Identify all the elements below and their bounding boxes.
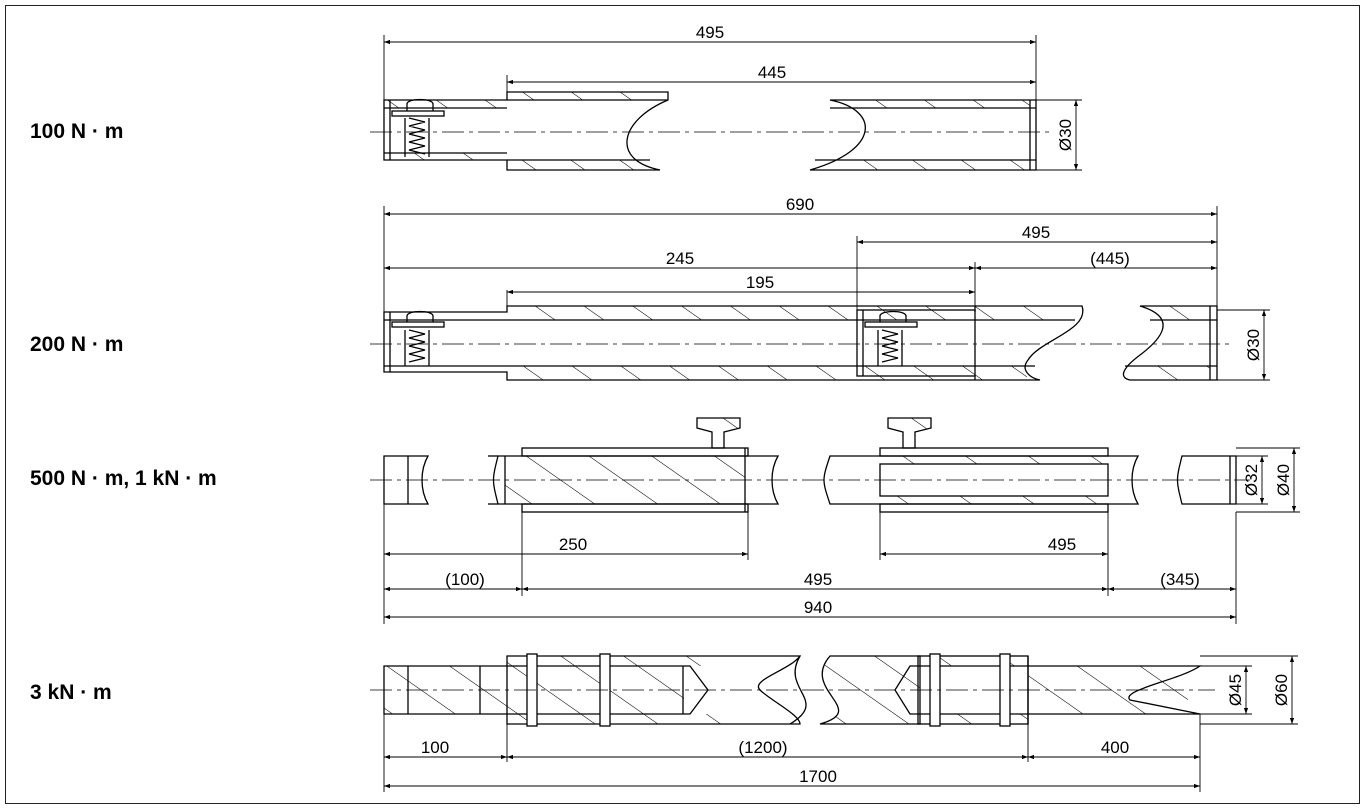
drawing-frame (5, 5, 1360, 804)
dim-200nm-ref: (445) (1090, 249, 1130, 268)
dim-100nm-tube: 445 (758, 63, 786, 82)
dim-500nm-d-inner: Ø32 (1242, 464, 1261, 496)
wrench-100nm (370, 35, 1082, 171)
dim-200nm-diameter: Ø30 (1244, 329, 1263, 361)
dim-500nm-middle: 495 (804, 570, 832, 589)
dim-100nm-diameter: Ø30 (1056, 119, 1075, 151)
dim-200nm-first: 245 (666, 249, 694, 268)
row-label-100nm: 100 N · m (30, 120, 124, 143)
dim-200nm-second: 495 (1022, 223, 1050, 242)
dim-500nm-d-outer: Ø40 (1274, 464, 1293, 496)
wrench-200nm (370, 206, 1270, 381)
dim-3knm-overall: 1700 (799, 767, 837, 786)
dim-200nm-inner: 195 (746, 273, 774, 292)
dim-200nm-overall: 690 (786, 195, 814, 214)
dim-3knm-right: 400 (1101, 738, 1129, 757)
row-label-3knm: 3 kN · m (30, 681, 112, 704)
wrench-500nm-1knm (370, 417, 1300, 624)
dim-3knm-left: 100 (421, 738, 449, 757)
dim-500nm-right: (345) (1160, 570, 1200, 589)
dim-3knm-middle: (1200) (738, 738, 787, 757)
dim-500nm-overall: 940 (804, 598, 832, 617)
dim-100nm-overall: 495 (696, 23, 724, 42)
dim-500nm-insert: 250 (559, 535, 587, 554)
row-label-200nm: 200 N · m (30, 333, 124, 356)
dim-500nm-sleeve: 495 (1048, 535, 1076, 554)
dim-3knm-d-outer: Ø60 (1272, 674, 1291, 706)
dim-500nm-left: (100) (445, 570, 485, 589)
row-label-500nm-1knm: 500 N · m, 1 kN · m (30, 467, 217, 490)
dim-3knm-d-inner: Ø45 (1226, 674, 1245, 706)
wrench-3knm (370, 653, 1298, 792)
